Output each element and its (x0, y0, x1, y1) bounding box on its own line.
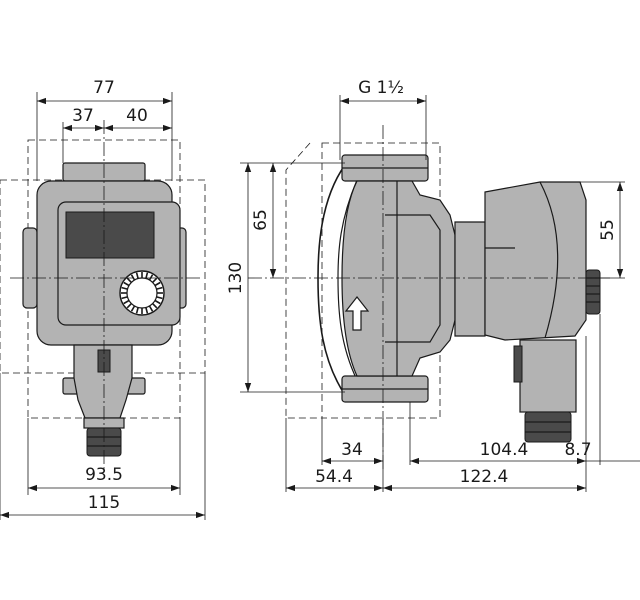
knob-grip-tick (126, 303, 132, 309)
dim-label-65: 65 (251, 209, 271, 231)
knob-grip-tick (135, 307, 139, 314)
side-knob (585, 269, 601, 315)
side-connector-box (519, 339, 577, 413)
pump-casing (341, 180, 456, 377)
dim-label-34: 34 (341, 440, 363, 460)
dim-label-40: 40 (126, 106, 148, 126)
casing-inner-line (385, 214, 441, 343)
knob-grip-tick (154, 299, 161, 305)
dim-label-130: 130 (226, 262, 246, 294)
side-pipe-envelope (321, 142, 441, 419)
knob-grip-tick (156, 296, 163, 300)
knob-grip-tick (156, 286, 163, 290)
dim-label-104-4: 104.4 (480, 440, 529, 460)
knob-grip-tick (126, 277, 132, 283)
knob-grip-tick (145, 272, 149, 279)
motor-front-curve (539, 181, 559, 339)
side-left-envelope (285, 142, 322, 419)
knob-grip-tick (135, 272, 139, 279)
knob-grip-tick (154, 281, 161, 287)
knob-grip-tick (130, 305, 136, 312)
knob-grip-tick (148, 305, 154, 312)
side-connector-clip (513, 345, 523, 383)
display-screen (65, 211, 155, 259)
knob-grip-tick (121, 286, 128, 290)
control-knob-icon (119, 270, 165, 316)
knob-grip-tick (121, 296, 128, 300)
motor-housing (484, 181, 587, 341)
dim-label-122-4: 122.4 (460, 467, 509, 487)
dim-label-77: 77 (93, 78, 115, 98)
dim-label-115: 115 (88, 493, 120, 513)
motor-neck (454, 221, 486, 337)
knob-grip-tick (148, 274, 154, 281)
dim-label-93-5: 93.5 (85, 465, 123, 485)
knob-grip-tick (123, 281, 130, 287)
flow-arrow-icon (344, 296, 370, 331)
knob-grip-tick (123, 299, 130, 305)
dim-label-thread: G 1½ (358, 78, 404, 98)
left-boss (22, 227, 38, 309)
knob-grip-tick (152, 277, 158, 283)
dim-label-54-4: 54.4 (315, 467, 353, 487)
front-view: 77 37 40 93.5 115 (0, 78, 206, 520)
dim-label-37: 37 (72, 106, 94, 126)
dim-label-55: 55 (598, 219, 618, 241)
side-cable-gland (524, 411, 572, 443)
dim-label-8-7: 8.7 (564, 440, 591, 460)
knob-grip-tick (130, 274, 136, 281)
knob-grip-tick (152, 303, 158, 309)
knob-grip-tick (145, 307, 149, 314)
side-view: G 1½ 130 65 55 34 54.4 104.4 8.7 122.4 (226, 78, 640, 492)
